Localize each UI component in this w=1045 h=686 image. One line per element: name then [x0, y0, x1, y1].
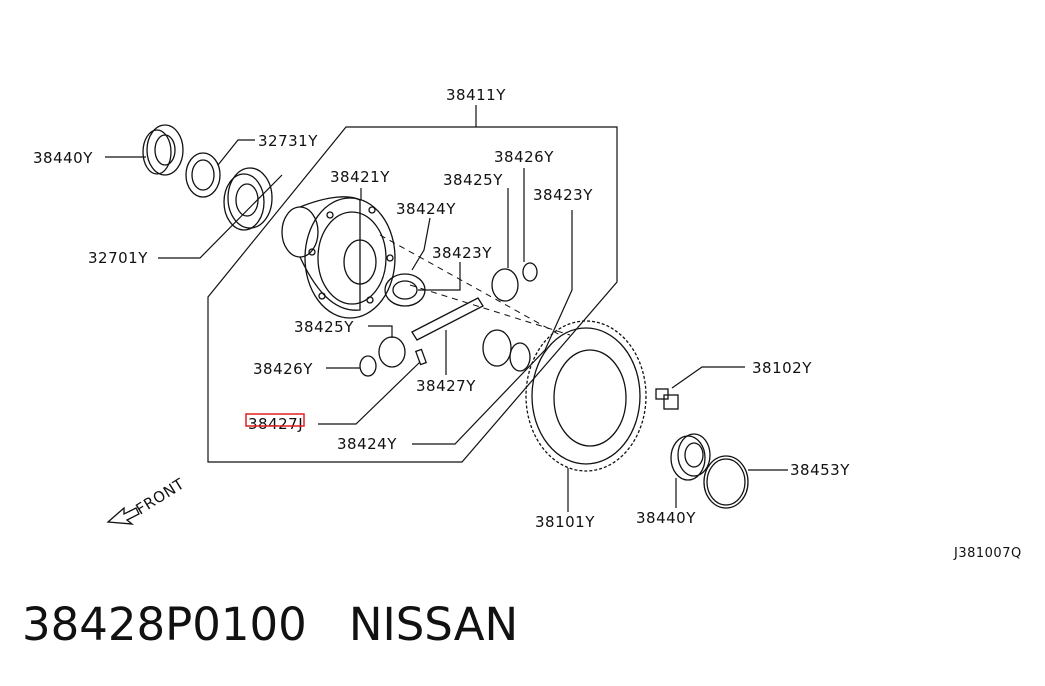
label-38440-left: 38440Y	[33, 149, 93, 167]
pinion-gear-upper	[418, 168, 538, 302]
label-38424-upper: 38424Y	[396, 200, 456, 218]
label-32701: 32701Y	[88, 249, 148, 267]
label-32731: 32731Y	[258, 132, 318, 150]
o-ring	[703, 455, 788, 509]
label-front: FRONT	[133, 474, 188, 518]
label-38426-upper: 38426Y	[494, 148, 554, 166]
pinion-gear-lower	[326, 325, 406, 377]
exploded-parts-diagram: 38411Y 32731Y 38440Y 38421Y 38426Y 38425…	[33, 86, 1022, 560]
bearing-right	[670, 433, 711, 508]
part-caption: 38428P0100 NISSAN	[22, 598, 560, 651]
label-38426-lower: 38426Y	[253, 360, 313, 378]
label-38411: 38411Y	[446, 86, 506, 104]
brand-name: NISSAN	[348, 598, 519, 651]
bearing-left	[105, 124, 184, 176]
label-38424-lower: 38424Y	[337, 435, 397, 453]
final-drive-gear	[525, 320, 647, 512]
assembly-outline	[207, 126, 618, 463]
side-gear-lower	[412, 210, 573, 445]
label-38425-lower: 38425Y	[294, 318, 354, 336]
label-38427: 38427Y	[416, 377, 476, 395]
front-arrow-icon	[106, 506, 140, 525]
part-number: 38428P0100	[22, 598, 307, 651]
diagram-code: J381007Q	[953, 546, 1022, 560]
lock-pin	[318, 348, 428, 425]
shim	[185, 139, 255, 198]
label-38427J: 38427J	[248, 415, 303, 433]
pinion-shaft	[411, 297, 484, 375]
label-38440-right: 38440Y	[636, 509, 696, 527]
bolt	[655, 366, 745, 410]
label-38101: 38101Y	[535, 513, 595, 531]
label-38102: 38102Y	[752, 359, 812, 377]
highlight-box	[245, 413, 305, 427]
side-gear-upper	[384, 217, 431, 307]
differential-case	[281, 188, 396, 319]
speedometer-gear	[158, 167, 283, 259]
label-38421: 38421Y	[330, 168, 390, 186]
label-38423-right: 38423Y	[533, 186, 593, 204]
label-38425-upper: 38425Y	[443, 171, 503, 189]
label-38453: 38453Y	[790, 461, 850, 479]
label-38423-mid: 38423Y	[432, 244, 492, 262]
